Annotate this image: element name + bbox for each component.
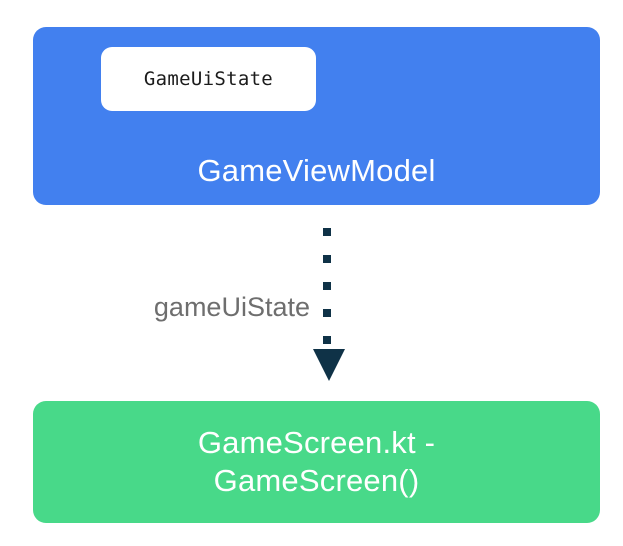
state-chip-label: GameUiState bbox=[143, 68, 274, 90]
connector-label-game-ui-state: gameUiState bbox=[153, 292, 310, 322]
node-game-screen-title: GameScreen.kt - GameScreen() bbox=[197, 425, 436, 498]
connector-dots bbox=[323, 228, 331, 344]
node-game-view-model-title: GameViewModel bbox=[197, 153, 436, 188]
arrowhead-icon bbox=[313, 349, 345, 381]
node-game-view-model[interactable]: GameUiState GameViewModel bbox=[33, 27, 600, 205]
state-chip-game-ui-state[interactable]: GameUiState bbox=[101, 47, 316, 111]
node-game-screen[interactable]: GameScreen.kt - GameScreen() bbox=[33, 401, 600, 523]
